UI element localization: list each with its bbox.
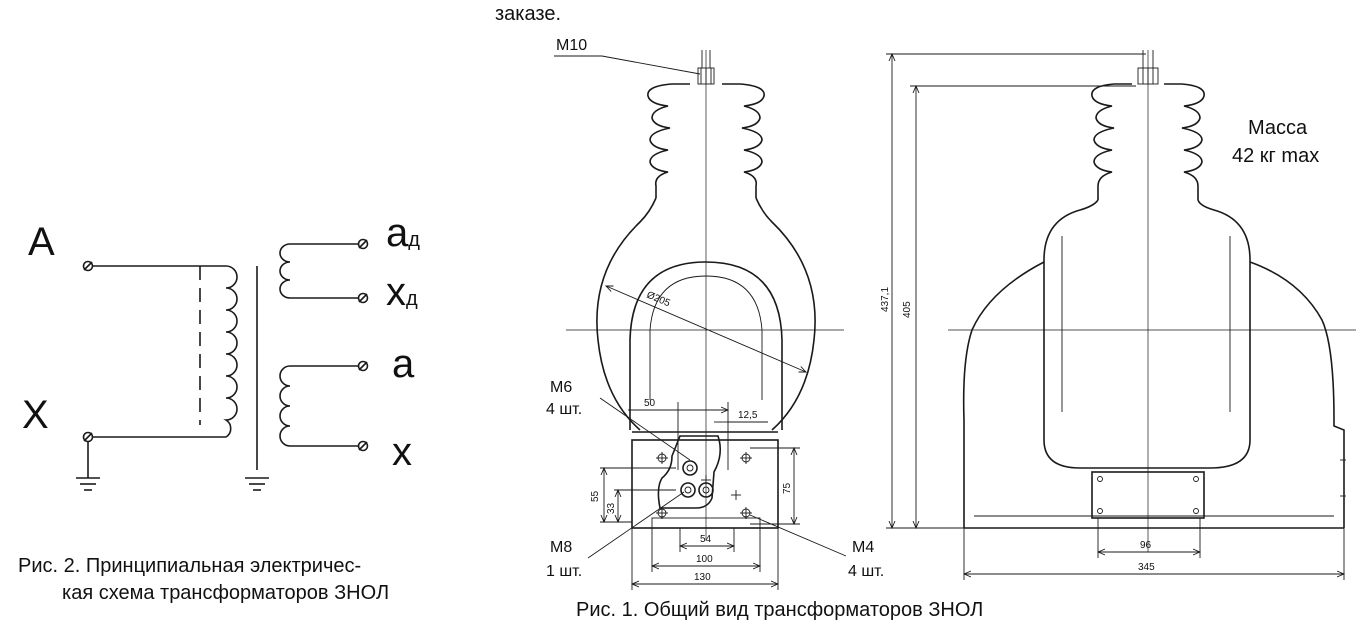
label-xd: xд [386,270,418,314]
terminal-x-label: X [22,393,49,437]
label-x-secondary: x [392,430,412,474]
side-view-drawing: 437,1 405 96 345 Масса 42 кг max [880,50,1356,580]
terminal-x-sec-symbol [357,440,369,452]
terminal-ad-symbol [357,238,369,250]
dim-405: 405 [902,301,913,318]
front-insulator-sheds [647,83,765,198]
primary-winding [93,265,238,438]
additional-secondary-winding [279,243,358,299]
front-base-plate [631,439,779,529]
mass-label: Масса [1248,117,1308,139]
terminal-a-sec-symbol [357,360,369,372]
dim-75: 75 [782,482,793,494]
label-m8-qty: 1 шт. [546,563,582,580]
side-insulator-sheds [1091,83,1205,200]
terminal-x-symbol [82,431,94,443]
label-m6-qty: 4 шт. [546,401,582,418]
dim-54: 54 [700,534,712,545]
main-secondary-winding [279,365,358,447]
terminal-a-label: A [28,220,55,264]
label-m4-qty: 4 шт. [848,563,884,580]
mass-value: 42 кг max [1232,145,1319,167]
label-ad: aд [386,211,420,255]
dim-55: 55 [590,490,601,502]
header-text: заказе. [495,3,561,25]
diameter-dimension-line [606,286,806,372]
bracket-holes [680,460,741,500]
front-view-drawing: Ø205 M10 M6 4 шт. M8 1 шт. M4 4 шт. 50 1… [546,37,983,621]
side-upper-body [1043,199,1251,469]
front-view-caption: Рис. 1. Общий вид трансформаторов ЗНОЛ [576,599,983,621]
side-lower-body [962,261,1345,528]
schematic-caption-line1: Рис. 2. Принципиальная электричес- [18,555,361,577]
label-m10: M10 [556,37,587,54]
front-bracket [657,435,722,509]
ground-symbol-core [245,477,269,491]
dim-12-5: 12,5 [738,410,758,421]
label-m8: M8 [550,539,572,556]
schematic-diagram: A X [18,211,420,604]
mounting-holes-m6 [656,452,752,519]
ground-symbol-x [76,442,100,491]
dim-100: 100 [696,554,713,565]
dim-130: 130 [694,572,711,583]
label-m4: M4 [852,539,874,556]
dim-437-1: 437,1 [880,287,891,312]
dim-diameter-205: Ø205 [645,290,672,310]
label-a-secondary: a [392,342,415,386]
schematic-caption-line2: кая схема трансформаторов ЗНОЛ [62,582,389,604]
dim-96: 96 [1140,540,1152,551]
dim-33: 33 [606,502,617,514]
label-m6: M6 [550,379,572,396]
terminal-a-symbol [82,260,94,272]
front-body-outline [596,197,816,431]
dim-50: 50 [644,398,656,409]
terminal-xd-symbol [357,292,369,304]
dim-345: 345 [1138,562,1155,573]
